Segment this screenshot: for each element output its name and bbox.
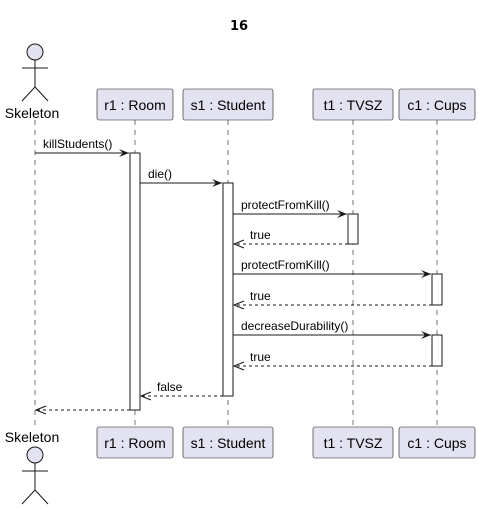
actor-label-top: Skeleton <box>5 105 59 121</box>
activation-c1-first <box>431 273 443 306</box>
arrow-left-icon <box>34 405 47 415</box>
svg-text:decreaseDurability(): decreaseDurability() <box>241 319 348 333</box>
arrow-left-icon <box>232 300 245 310</box>
svg-text:true: true <box>250 289 271 303</box>
message-protect-from-kill-cups: protectFromKill() <box>233 258 431 278</box>
svg-text:r1 : Room: r1 : Room <box>104 435 165 451</box>
actor-skeleton-top: Skeleton <box>5 43 59 121</box>
activation-c1-second <box>431 334 443 367</box>
svg-text:die(): die() <box>148 167 172 181</box>
svg-text:killStudents(): killStudents() <box>43 137 112 151</box>
arrow-left-icon <box>232 239 245 249</box>
message-return-true-cups-first: true <box>232 289 432 310</box>
participant-r1-top: r1 : Room <box>96 88 174 121</box>
actor-label-bottom: Skeleton <box>5 429 59 445</box>
arrow-left-icon <box>232 361 245 371</box>
arrow-right-icon <box>421 270 431 278</box>
actor-head-icon <box>26 43 44 61</box>
activation-s1 <box>222 182 234 397</box>
message-return-false: false <box>139 380 223 401</box>
message-return-skeleton <box>34 405 130 415</box>
message-kill-students: killStudents() <box>35 137 129 157</box>
diagram-title: 16 <box>230 19 248 34</box>
participant-r1-bottom: r1 : Room <box>96 426 174 459</box>
message-return-true-tvsz: true <box>232 228 348 249</box>
arrow-right-icon <box>212 179 222 187</box>
participant-s1-bottom: s1 : Student <box>182 426 274 459</box>
actor-skeleton-bottom: Skeleton <box>5 429 59 505</box>
participant-c1-top: c1 : Cups <box>398 88 476 121</box>
message-decrease-durability: decreaseDurability() <box>233 319 431 339</box>
message-die: die() <box>140 167 222 187</box>
participant-t1-bottom: t1 : TVSZ <box>312 426 394 459</box>
message-protect-from-kill-tvsz: protectFromKill() <box>233 198 347 218</box>
participant-t1-top: t1 : TVSZ <box>312 88 394 121</box>
svg-text:true: true <box>250 350 271 364</box>
svg-text:protectFromKill(): protectFromKill() <box>241 198 330 212</box>
participant-c1-bottom: c1 : Cups <box>398 426 476 459</box>
participant-s1-top: s1 : Student <box>182 88 274 121</box>
svg-text:c1 : Cups: c1 : Cups <box>407 435 466 451</box>
svg-text:s1 : Student: s1 : Student <box>191 97 266 113</box>
svg-text:protectFromKill(): protectFromKill() <box>241 258 330 272</box>
arrow-left-icon <box>139 391 152 401</box>
svg-text:r1 : Room: r1 : Room <box>104 97 165 113</box>
message-return-true-cups-second: true <box>232 350 432 371</box>
svg-text:s1 : Student: s1 : Student <box>191 435 266 451</box>
arrow-right-icon <box>421 331 431 339</box>
svg-text:t1 : TVSZ: t1 : TVSZ <box>324 97 383 113</box>
svg-text:false: false <box>157 380 183 394</box>
svg-text:c1 : Cups: c1 : Cups <box>407 97 466 113</box>
actor-head-icon <box>26 446 44 464</box>
activation-t1 <box>347 213 359 245</box>
svg-text:true: true <box>250 228 271 242</box>
svg-text:t1 : TVSZ: t1 : TVSZ <box>324 435 383 451</box>
arrow-right-icon <box>337 210 347 218</box>
arrow-right-icon <box>119 149 129 157</box>
activation-r1 <box>129 152 141 411</box>
